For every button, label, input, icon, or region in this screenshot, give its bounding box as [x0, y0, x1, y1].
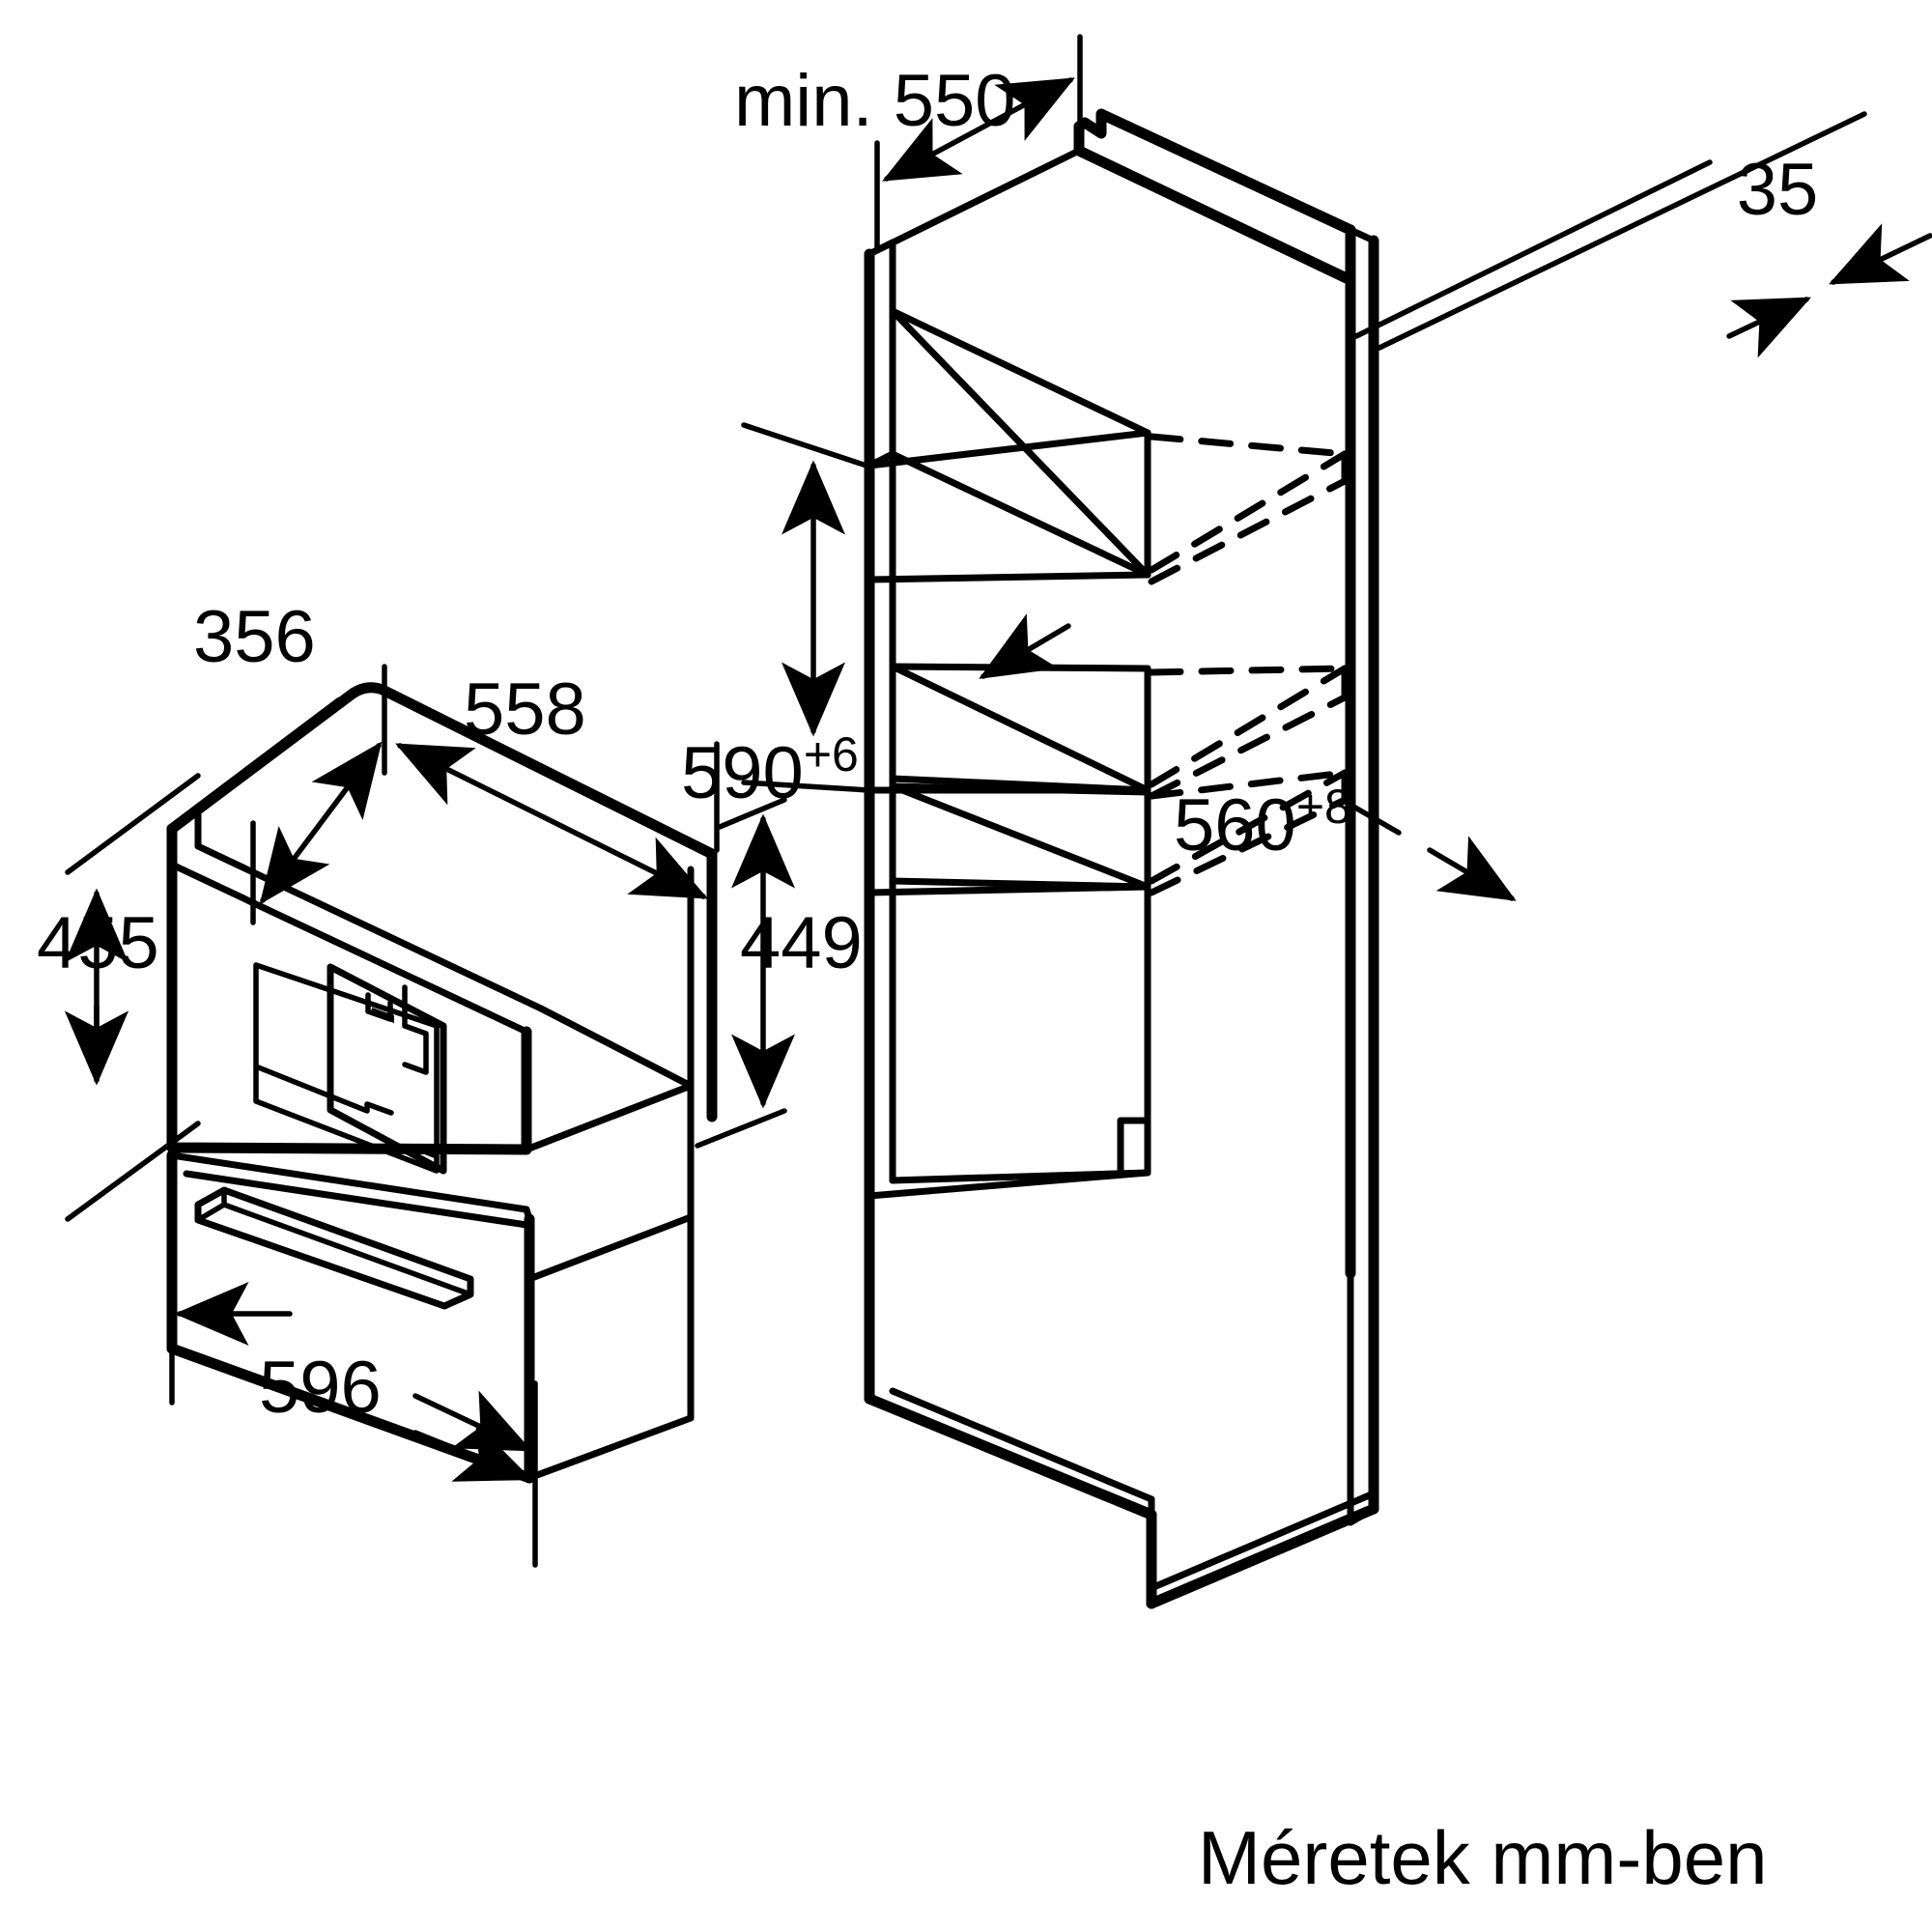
dim-455-ext-top [65, 773, 201, 875]
niche-low-shelf-dash-bot2 [1148, 796, 1349, 896]
appliance-top-bevel-line2 [168, 861, 530, 1036]
niche-base-front-slope [864, 1393, 1157, 1520]
dim-590-tolerance: +6 [804, 727, 859, 781]
niche-mid-shelf-dash-top [1148, 665, 1349, 676]
dim-558-label: 558 [464, 668, 586, 751]
appliance-drip-shelf [253, 1064, 394, 1116]
niche-upper-shelf-diag [889, 307, 1151, 579]
dim-558-arrow-line [395, 743, 708, 899]
dim-560-arrow-right-tick [1346, 801, 1402, 836]
appliance-top-bevel-line [194, 806, 545, 1012]
dim-596-arrow-line-right2 [412, 1422, 533, 1482]
dim-560-label: 560+8 [1174, 780, 1351, 867]
niche-mid-shelf-dash-bot [1148, 665, 1349, 788]
dim-560-tolerance: +8 [1296, 780, 1351, 834]
appliance-door-window-inner [253, 962, 440, 1174]
niche-base-kick-inner2 [1347, 1505, 1378, 1526]
dim-455-group [65, 773, 201, 1222]
appliance-right-side-inner2 [537, 1005, 695, 1090]
dim-35-label: 35 [1737, 149, 1819, 231]
dim-35-arrow-left [1829, 223, 1932, 285]
dim-560-value: 560 [1174, 784, 1296, 867]
dim-356-arrow-line [259, 741, 383, 905]
niche-top-board-underside [866, 147, 1083, 258]
appliance-body-right-lower [523, 1082, 695, 1283]
dim-449-group [695, 797, 795, 1149]
dim-558-group [395, 741, 720, 899]
niche-upper-shelf-bottom2 [866, 429, 1151, 469]
dim-35-ext-outer [1377, 111, 1867, 351]
dim-596-group [169, 1214, 538, 1568]
cabinet-niche-drawing [864, 108, 1379, 1609]
niche-base-bottom [1146, 1503, 1379, 1609]
dim-449-ext-bottom [695, 1108, 787, 1149]
niche-upper-shelf-bottom [866, 571, 1151, 583]
appliance-drawer-handle-edge2 [221, 1202, 473, 1297]
dim-min550-arrow-line [882, 77, 1075, 182]
dim-590-ext-top [741, 422, 872, 469]
dim-560-arrow-right [1427, 836, 1517, 901]
niche-low-shelf-top [889, 782, 1151, 796]
appliance-window-corner-dot [422, 1146, 437, 1159]
units-note: Méretek mm-ben [1198, 1815, 1768, 1900]
niche-low-shelf-bottom [866, 883, 1151, 896]
appliance-brew-unit-body [402, 984, 429, 1075]
appliance-front-door [166, 859, 532, 1155]
niche-upper-shelf-top [889, 307, 1151, 437]
dim-min550-group [874, 34, 1083, 252]
dim-455-ext-bottom [65, 1121, 201, 1222]
dim-590-ext-bottom [741, 780, 872, 793]
dim-35-arrow-right [1726, 297, 1811, 358]
appliance-brew-nozzle [372, 1008, 394, 1023]
niche-top-board-front [1073, 121, 1356, 286]
niche-low-shelf-diag [889, 782, 1151, 891]
dim-455-label: 455 [37, 902, 159, 984]
niche-upper-shelf-dash-top [1148, 433, 1349, 458]
dim-356-group [250, 664, 387, 925]
niche-mid-shelf-dash-bot2 [1148, 694, 1349, 800]
dim-449-ext-top [717, 797, 787, 830]
niche-low-shelf-dash-bot [1148, 769, 1349, 885]
dim-590-group [741, 422, 872, 793]
appliance-drawer-top-bevel2 [183, 1170, 530, 1229]
niche-mid-shelf-diag [889, 663, 1151, 794]
niche-low-shelf-dash-top [1148, 769, 1349, 800]
dim-596-label: 596 [259, 1347, 382, 1429]
niche-top-left-edge-inner-join [866, 239, 896, 258]
dim-560-arrow-left [979, 613, 1071, 679]
niche-upper-shelf-underside [889, 450, 1151, 579]
niche-upper-shelf-dash-bot [1148, 450, 1349, 574]
dim-590-value: 590 [681, 732, 804, 814]
appliance-drawer-top-bevel [168, 1151, 533, 1223]
niche-base-top-edge2 [889, 1169, 1151, 1184]
dim-560-group [979, 613, 1517, 901]
dim-590-label: 590+6 [681, 727, 859, 814]
dim-35-ext-inner [1353, 159, 1713, 339]
dim-449-label: 449 [740, 902, 863, 984]
niche-right-panel-join [1347, 226, 1378, 244]
niche-base-bottom2 [1148, 1490, 1378, 1592]
appliance-drawing [166, 682, 718, 1484]
niche-base-front-slope2 [889, 1387, 1155, 1503]
dim-min550-label: min. 550 [734, 60, 1016, 142]
dim-35-group [1353, 111, 1932, 358]
niche-upper-shelf-dash-bot2 [1148, 477, 1349, 585]
dim-356-label: 356 [193, 596, 316, 678]
appliance-body-bottom-oblique [526, 1213, 695, 1482]
niche-mid-shelf-top [889, 663, 1151, 672]
